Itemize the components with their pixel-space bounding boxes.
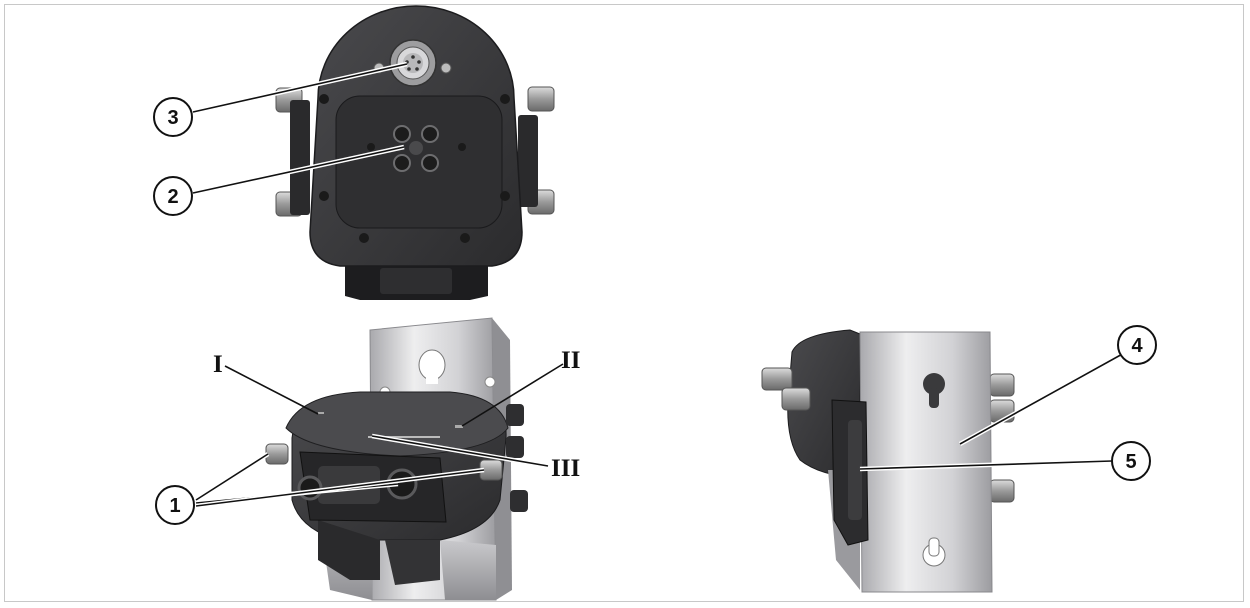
leader-line-iii	[371, 435, 549, 467]
callout-5: 5	[1111, 441, 1151, 481]
mounting-foot	[318, 520, 380, 580]
pneumatic-ports	[393, 125, 439, 172]
side-port-bolt	[989, 373, 1015, 397]
side-port	[510, 490, 528, 512]
label-iii: III	[551, 455, 580, 482]
side-port-bolt	[989, 479, 1015, 503]
screw-hole	[460, 233, 470, 243]
side-port-bolt	[761, 367, 793, 391]
leader-line-2	[192, 146, 405, 194]
bracket-hole	[484, 376, 496, 388]
callout-number: 1	[169, 495, 180, 517]
housing-top	[285, 391, 509, 457]
marking-iii	[368, 436, 440, 438]
screw-hole	[500, 94, 510, 104]
leader-lines	[192, 61, 1128, 509]
keyhole-slot	[928, 537, 940, 557]
side-port-bolt	[265, 443, 289, 465]
side-port-bolt	[527, 86, 555, 112]
screw-hole	[359, 233, 369, 243]
label-ii: II	[561, 347, 580, 374]
leader-line-1a	[195, 453, 269, 501]
callout-1: 1	[155, 485, 195, 525]
callout-number: 3	[167, 107, 178, 129]
callout-4: 4	[1117, 325, 1157, 365]
callout-number: 2	[167, 186, 178, 208]
keyhole-slot	[923, 373, 945, 395]
screw-hole	[500, 191, 510, 201]
screw-hole	[319, 94, 329, 104]
marking-ii	[455, 425, 463, 428]
leader-line-5	[859, 460, 1113, 470]
callout-number: 5	[1125, 451, 1136, 473]
mounting-foot	[385, 540, 440, 585]
screw-hole	[367, 143, 375, 151]
latch-clamp	[848, 420, 862, 520]
side-port-bolt	[781, 387, 811, 411]
keyhole-slot	[929, 388, 939, 408]
side-block	[518, 115, 538, 207]
leader-line-1c	[195, 469, 485, 507]
side-port	[506, 404, 524, 426]
screw-hole	[319, 191, 329, 201]
device-angled-view	[265, 317, 528, 601]
leader-line-ii	[461, 363, 564, 427]
connector-socket	[373, 39, 452, 87]
leader-line-4	[959, 351, 1127, 445]
marking-i	[318, 412, 324, 414]
callout-number: 4	[1131, 335, 1143, 357]
foot-slot	[380, 268, 452, 294]
front-plate	[335, 95, 503, 229]
leader-line-3	[192, 63, 408, 113]
device-side-view	[761, 329, 1015, 593]
callout-3: 3	[153, 97, 193, 137]
device-front-view	[275, 5, 555, 300]
screw-hole	[458, 143, 466, 151]
side-block	[290, 100, 310, 215]
label-i: I	[213, 351, 223, 378]
keyhole-slot	[426, 372, 438, 384]
side-port	[506, 436, 524, 458]
connector-socket	[297, 475, 323, 501]
callout-2: 2	[153, 176, 193, 216]
leader-line-i	[224, 365, 319, 415]
bracket-flange	[440, 540, 496, 600]
